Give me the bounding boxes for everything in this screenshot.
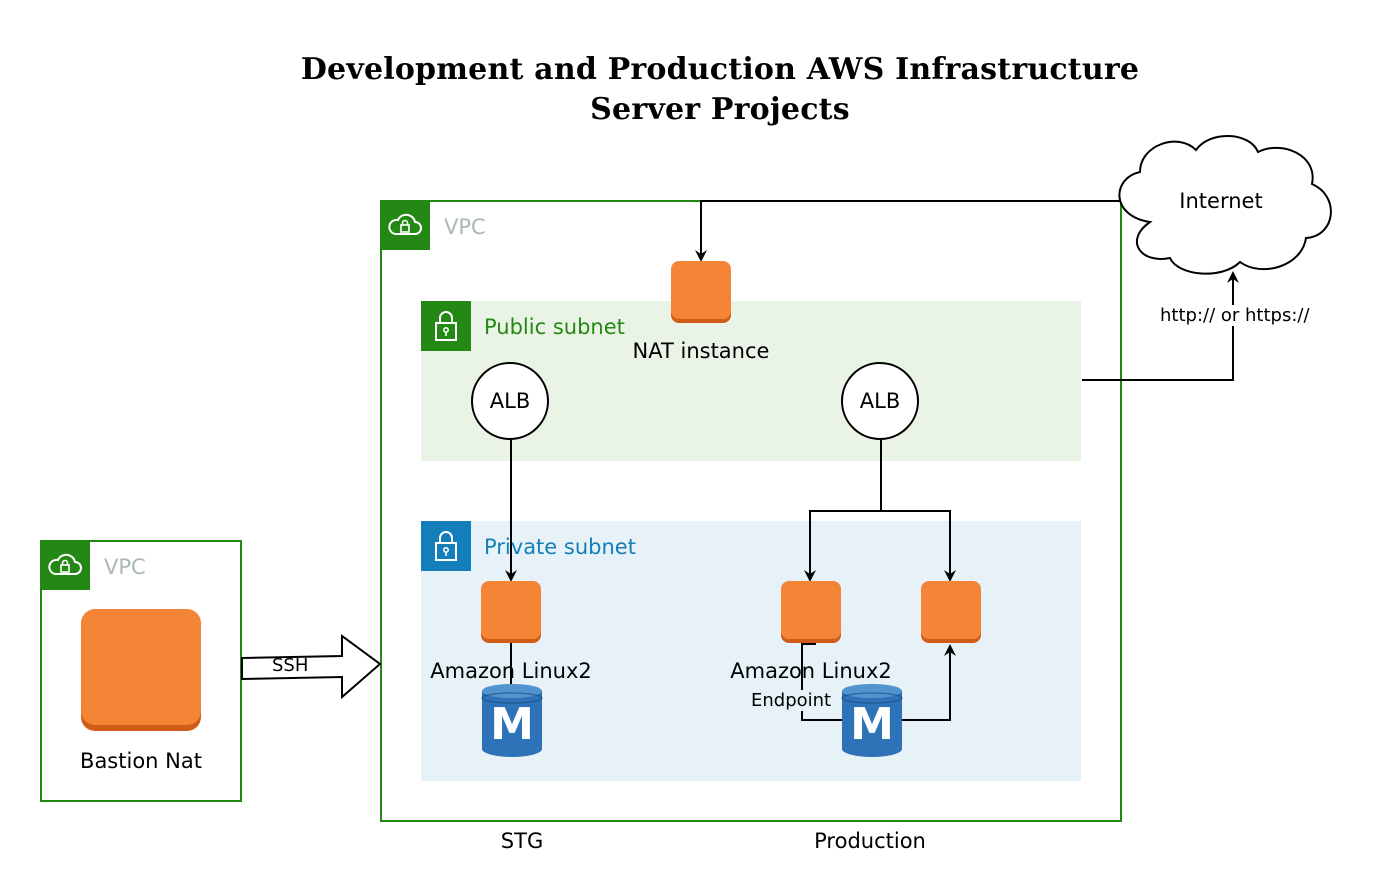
internet-cloud-icon <box>1118 135 1332 275</box>
internet-label: Internet <box>1179 189 1263 213</box>
ssh-arrow <box>241 634 382 700</box>
bastion-ec2-instance[interactable] <box>81 609 201 725</box>
bastion-label: Bastion Nat <box>80 749 202 773</box>
edge-db-ec2-right <box>901 644 956 721</box>
public-subnet-label: Public subnet <box>484 315 625 339</box>
edge-internet-nat <box>695 200 1122 262</box>
diagram-title-line2: Server Projects <box>590 92 850 127</box>
edge-subnet-internet <box>1082 271 1239 381</box>
nat-ec2-instance[interactable] <box>671 261 731 319</box>
endpoint-label: Endpoint <box>751 690 832 711</box>
nat-instance-label: NAT instance <box>632 339 770 363</box>
edge-alb-split-right <box>881 510 956 582</box>
production-label: Production <box>814 829 926 853</box>
ec2-stg-instance[interactable] <box>481 581 541 639</box>
ec2-prod-instance-1[interactable] <box>781 581 841 639</box>
ec2-stg-label: Amazon Linux2 <box>430 659 592 683</box>
edge-db-endpoint <box>801 658 842 721</box>
ec2-prod-instance-2[interactable] <box>921 581 981 639</box>
alb-production[interactable]: ALB <box>841 362 919 440</box>
main-vpc-label: VPC <box>444 215 486 239</box>
db-prod-letter: M <box>850 699 894 750</box>
ec2-prod-label: Amazon Linux2 <box>730 659 892 683</box>
db-stg-letter: M <box>490 699 534 750</box>
diagram-title-line1: Development and Production AWS Infrastru… <box>300 52 1140 87</box>
alb-stg[interactable]: ALB <box>471 362 549 440</box>
left-vpc-label: VPC <box>104 555 146 579</box>
http-edge-label: http:// or https:// <box>1160 305 1310 326</box>
padlock-icon <box>421 521 471 571</box>
ssh-edge-label: SSH <box>272 655 309 676</box>
rds-mysql-icon[interactable]: M <box>841 683 903 759</box>
rds-mysql-icon[interactable]: M <box>481 683 543 759</box>
vpc-cloud-lock-icon <box>40 540 90 590</box>
private-subnet-label: Private subnet <box>484 535 636 559</box>
edge-alb-split <box>804 440 882 582</box>
padlock-icon <box>421 301 471 351</box>
stg-label: STG <box>500 829 544 853</box>
vpc-cloud-lock-icon <box>380 200 430 250</box>
